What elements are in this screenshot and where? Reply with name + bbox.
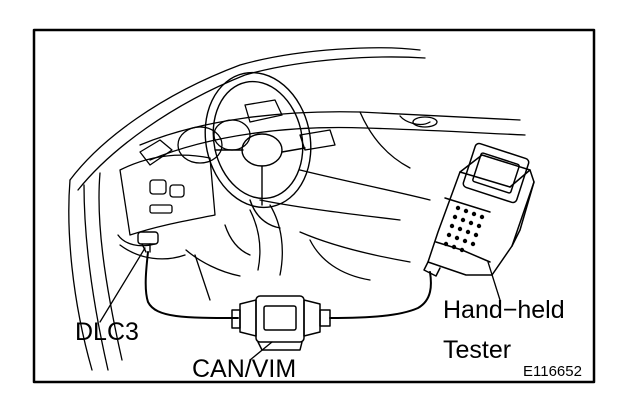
dlc3-connector (137, 231, 159, 253)
steering-wheel (204, 71, 312, 229)
leader-tester (487, 261, 501, 301)
car-interior (68, 47, 526, 371)
label-dlc3: DLC3 (75, 318, 139, 346)
hand-held-tester (423, 142, 535, 277)
figure-border (32, 28, 596, 384)
cable-canvim-to-tester (329, 271, 432, 319)
label-can-vim: CAN/VIM (192, 355, 297, 383)
canvim-module (231, 295, 331, 351)
label-tester: Tester (443, 336, 512, 364)
cable-dlc3-to-canvim (144, 251, 239, 319)
leader-dlc3 (99, 247, 146, 323)
figure-code: E116652 (523, 363, 582, 380)
leader-canvim (249, 341, 273, 361)
label-hand-held: Hand−held (443, 296, 565, 324)
